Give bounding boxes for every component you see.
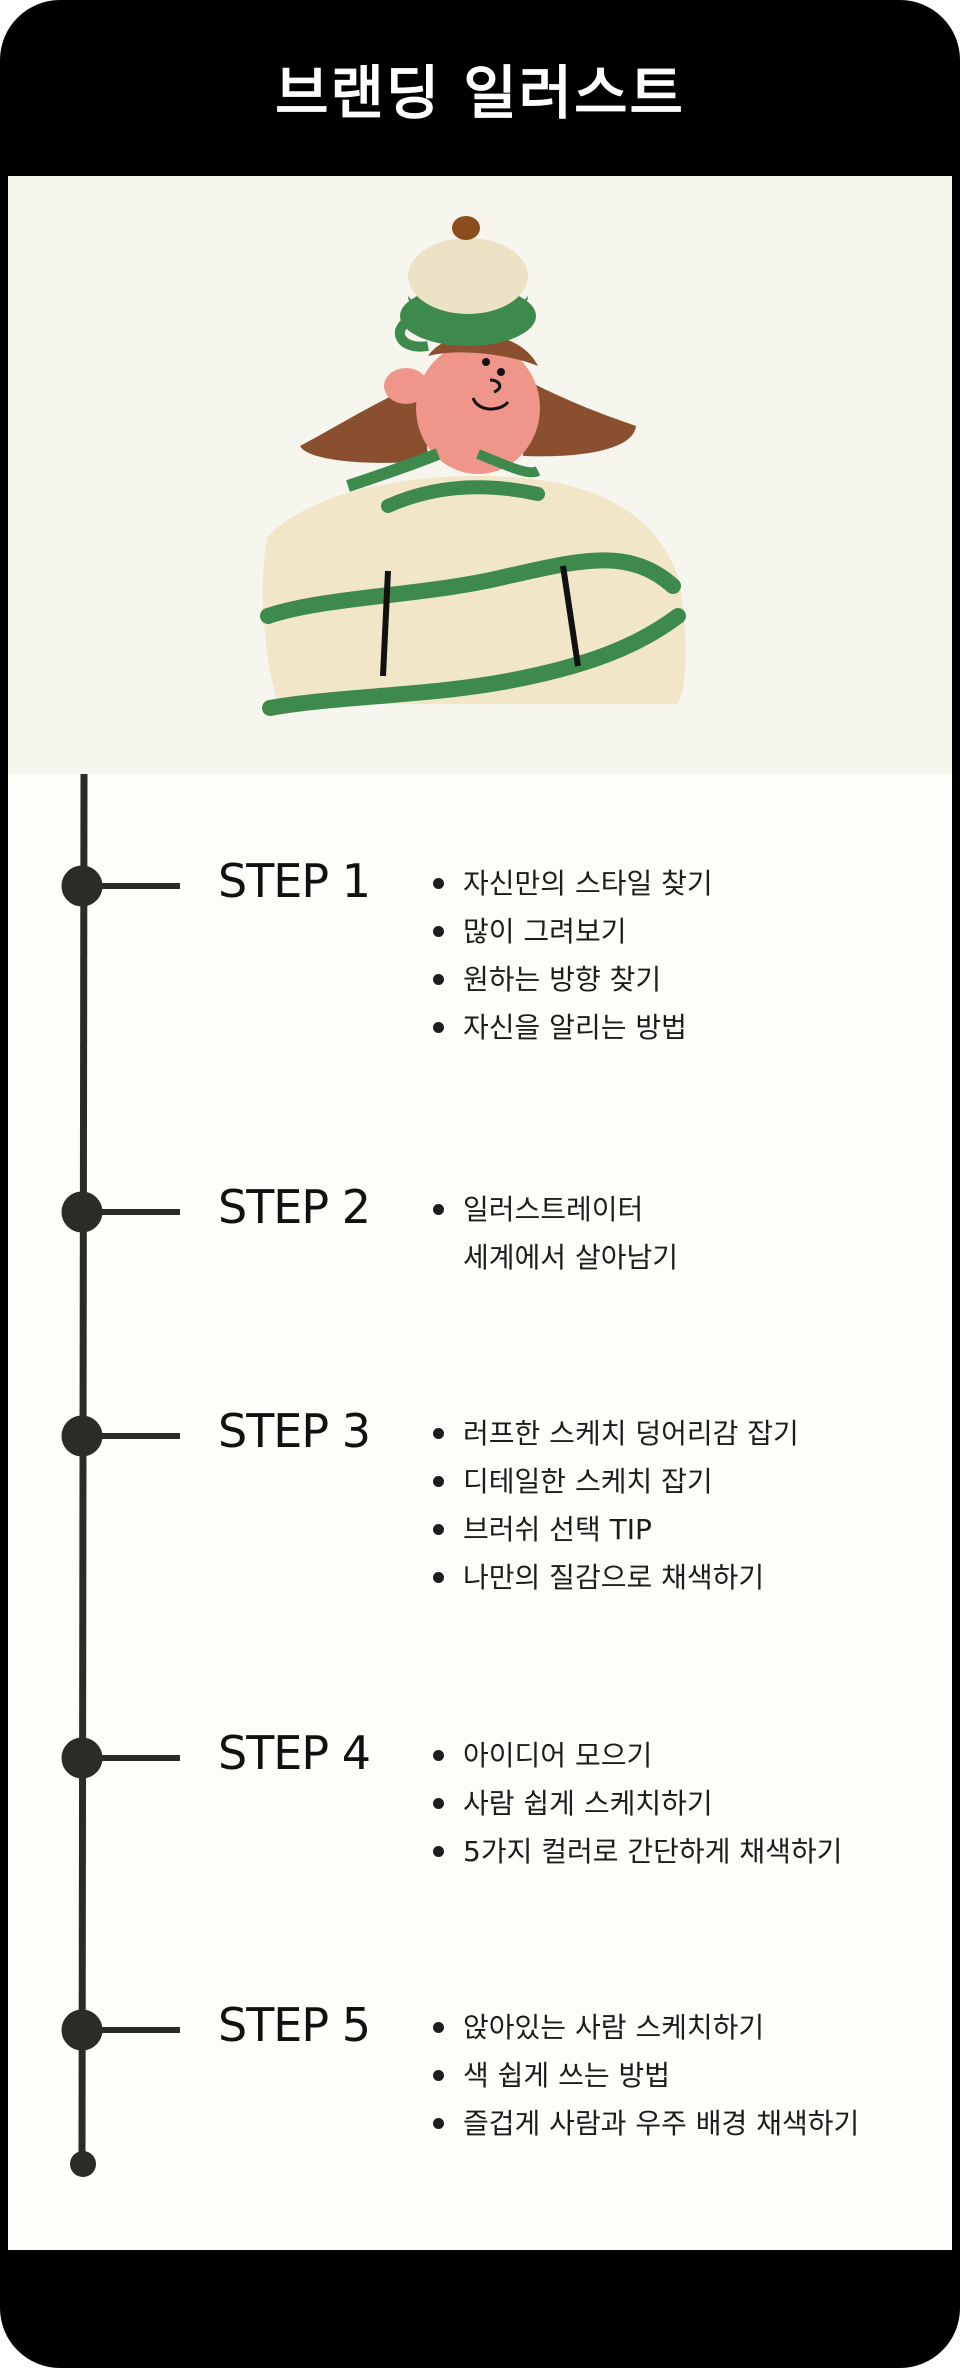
list-item: 색 쉽게 쓰는 방법 <box>433 2052 859 2100</box>
bullet-icon <box>433 974 444 985</box>
list-item: 앉아있는 사람 스케치하기 <box>433 2004 859 2052</box>
step-items: 아이디어 모으기 사람 쉽게 스케치하기 5가지 컬러로 간단하게 채색하기 <box>433 1732 842 1876</box>
list-item: 원하는 방향 찾기 <box>433 956 713 1004</box>
step-label: STEP 5 <box>218 1998 371 2052</box>
header: 브랜딩 일러스트 <box>0 0 960 176</box>
list-item: 러프한 스케치 덩어리감 잡기 <box>433 1410 799 1458</box>
list-item: 세계에서 살아남기 <box>463 1241 678 1274</box>
step-items: 일러스트레이터 세계에서 살아남기 <box>433 1186 678 1282</box>
step-label: STEP 4 <box>218 1726 371 1780</box>
step-items: 앉아있는 사람 스케치하기 색 쉽게 쓰는 방법 즐겁게 사람과 우주 배경 채… <box>433 2004 859 2148</box>
list-item: 디테일한 스케치 잡기 <box>433 1458 799 1506</box>
bullet-icon <box>433 1428 444 1439</box>
list-item: 5가지 컬러로 간단하게 채색하기 <box>433 1828 842 1876</box>
bullet-icon <box>433 878 444 889</box>
page-title: 브랜딩 일러스트 <box>275 59 685 127</box>
step-label: STEP 3 <box>218 1404 371 1458</box>
bullet-icon <box>433 1476 444 1487</box>
footer-band <box>0 2250 960 2368</box>
list-item: 자신만의 스타일 찾기 <box>433 860 713 908</box>
list-item: 많이 그려보기 <box>433 908 713 956</box>
bullet-icon <box>433 2022 444 2033</box>
bullet-icon <box>433 2070 444 2081</box>
step-label: STEP 2 <box>218 1180 371 1234</box>
list-item: 아이디어 모으기 <box>433 1732 842 1780</box>
bullet-icon <box>433 1750 444 1761</box>
list-item: 브러쉬 선택 TIP <box>433 1506 799 1554</box>
list-item: 나만의 질감으로 채색하기 <box>433 1554 799 1602</box>
girl-illustration <box>260 216 686 716</box>
bullet-icon <box>433 1022 444 1033</box>
step-items: 러프한 스케치 덩어리감 잡기 디테일한 스케치 잡기 브러쉬 선택 TIP 나… <box>433 1410 799 1602</box>
illustration <box>8 176 952 774</box>
bullet-icon <box>433 1798 444 1809</box>
list-item: 즐겁게 사람과 우주 배경 채색하기 <box>433 2100 859 2148</box>
bullet-icon <box>433 1572 444 1583</box>
bullet-icon <box>433 1524 444 1535</box>
step-label: STEP 1 <box>218 854 371 908</box>
list-item: 일러스트레이터 <box>433 1186 678 1234</box>
step-items: 자신만의 스타일 찾기 많이 그려보기 원하는 방향 찾기 자신을 알리는 방법 <box>433 860 713 1052</box>
timeline-line <box>61 774 180 2177</box>
bullet-icon <box>433 1204 444 1215</box>
bullet-icon <box>433 2118 444 2129</box>
list-item: 사람 쉽게 스케치하기 <box>433 1780 842 1828</box>
bullet-icon <box>433 926 444 937</box>
list-item: 자신을 알리는 방법 <box>433 1004 713 1052</box>
bullet-icon <box>433 1846 444 1857</box>
steps-timeline: STEP 1 자신만의 스타일 찾기 많이 그려보기 원하는 방향 찾기 자신을… <box>8 774 952 2250</box>
content-panel: STEP 1 자신만의 스타일 찾기 많이 그려보기 원하는 방향 찾기 자신을… <box>8 176 952 2250</box>
